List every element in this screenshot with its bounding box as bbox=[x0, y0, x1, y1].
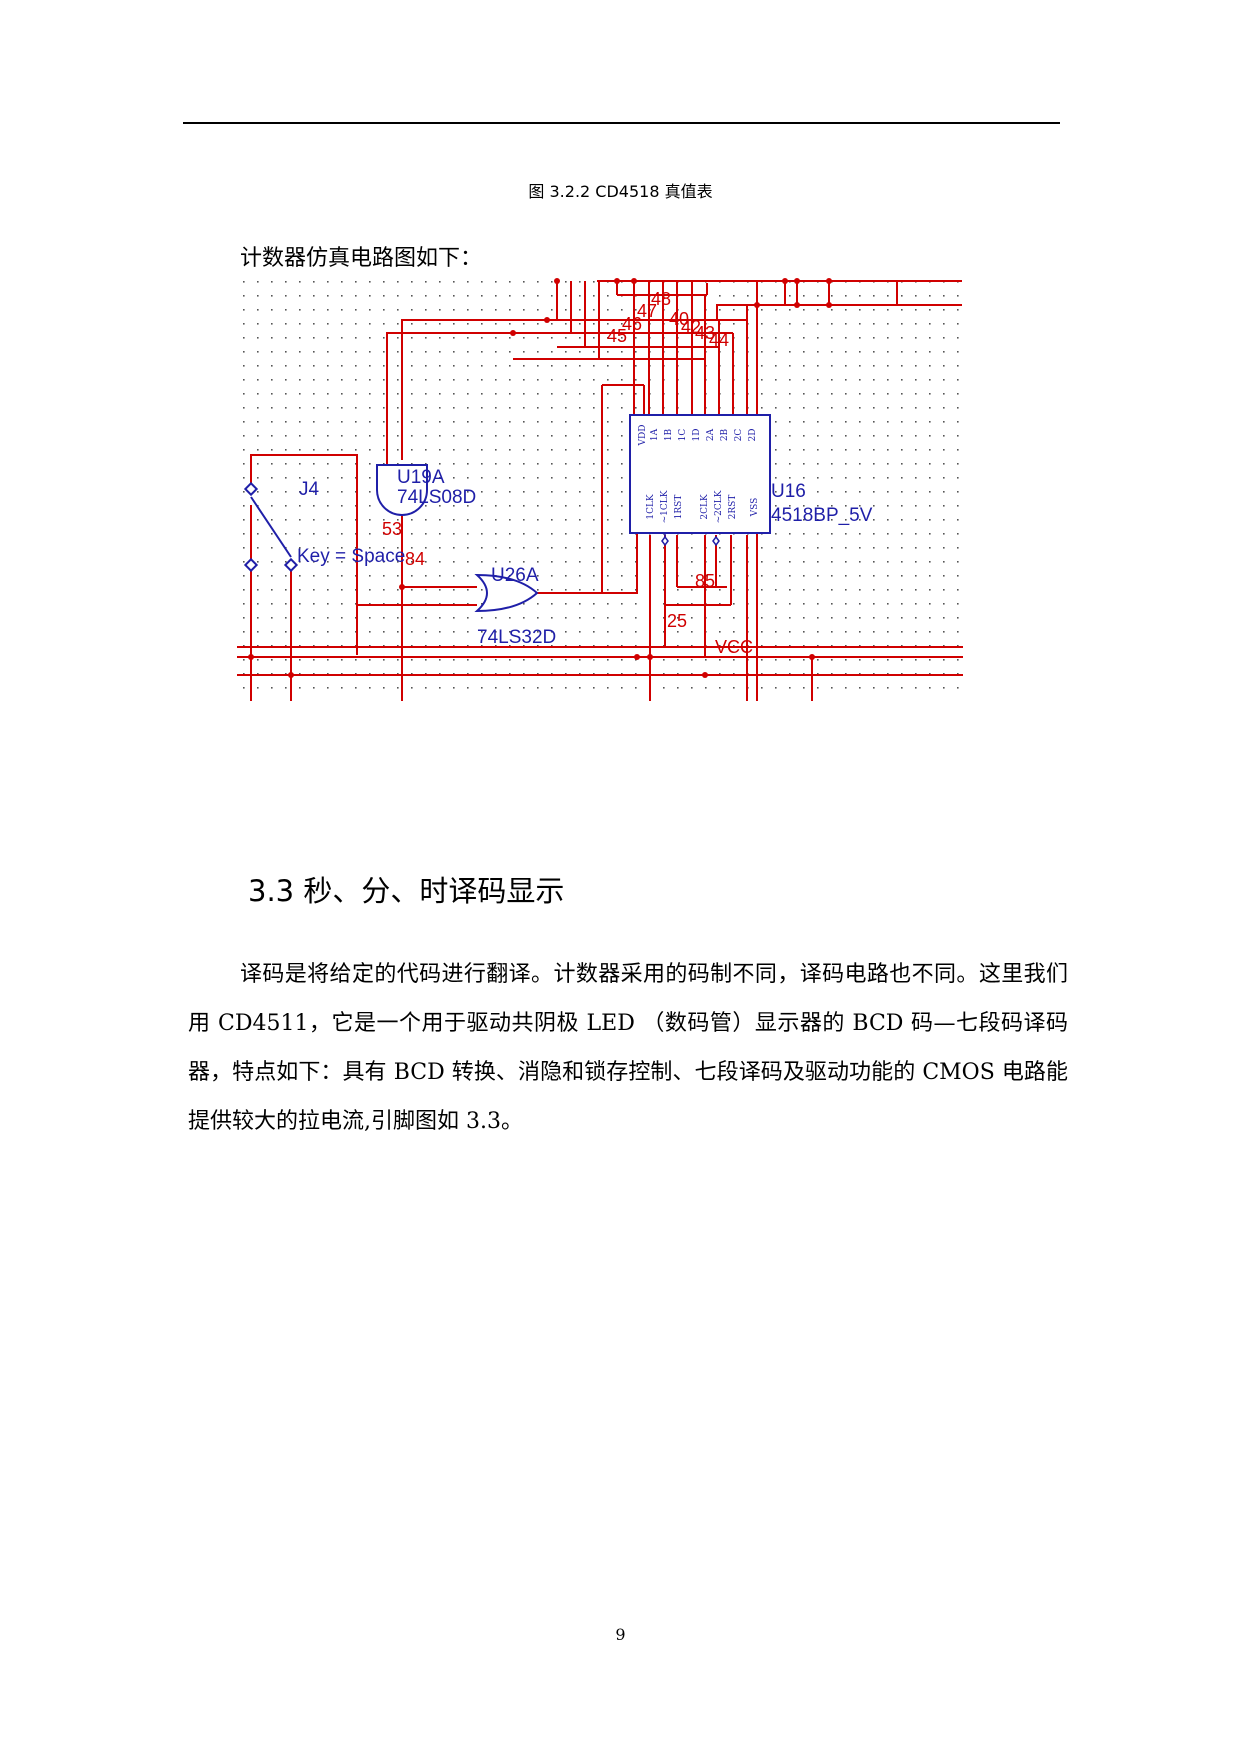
pin-label: VSS bbox=[750, 498, 760, 518]
pin-label: 1C bbox=[678, 429, 688, 442]
pin-label: 1D bbox=[692, 429, 702, 442]
pin-label: 2B bbox=[720, 428, 730, 441]
or-gate-symbol bbox=[474, 573, 539, 613]
pin-label: 1B bbox=[664, 428, 674, 441]
counter-pin-markers bbox=[661, 533, 720, 547]
counter-bottom-pins: 1CLK ~1CLK 1RST 2CLK ~2CLK 2RST VSS bbox=[646, 490, 760, 523]
pin-label: 1CLK bbox=[646, 494, 656, 520]
or-gate-ref: U26A bbox=[491, 565, 539, 586]
net-label: 46 bbox=[622, 314, 642, 334]
net-label: 42 bbox=[681, 317, 701, 337]
pin-label: 2RST bbox=[728, 495, 738, 520]
net-label: 48 bbox=[651, 289, 671, 309]
pin-label: 2CLK bbox=[700, 494, 710, 520]
body-paragraph: 译码是将给定的代码进行翻译。计数器采用的码制不同，译码电路也不同。这里我们用 C… bbox=[188, 962, 1068, 1134]
pin-label: 1RST bbox=[674, 495, 684, 520]
key-label: Key = Space bbox=[297, 546, 405, 567]
and-gate-part: 74LS08D bbox=[397, 487, 476, 508]
switch-label: J4 bbox=[299, 479, 320, 500]
pin-label: 1A bbox=[650, 428, 660, 441]
net-label: 84 bbox=[405, 549, 425, 569]
net-label: 25 bbox=[667, 611, 687, 631]
net-label: 45 bbox=[607, 326, 627, 346]
switch-j4 bbox=[243, 481, 299, 573]
figure-caption: 图 3.2.2 CD4518 真值表 bbox=[528, 182, 713, 201]
counter-ref: U16 bbox=[771, 481, 806, 502]
page-number: 9 bbox=[615, 1625, 626, 1644]
pin-label: VDD bbox=[638, 425, 648, 447]
net-label: 85 bbox=[695, 571, 715, 591]
counter-part: 4518BP_5V bbox=[771, 505, 873, 526]
net-label: 53 bbox=[382, 519, 402, 539]
net-label: 44 bbox=[709, 330, 729, 350]
counter-top-pins: VDD 1A 1B 1C 1D 2A 2B 2C 2D bbox=[638, 425, 758, 447]
junctions bbox=[248, 278, 832, 678]
pin-label: 2C bbox=[734, 429, 744, 442]
counter-chip-body bbox=[629, 414, 771, 534]
pin-label: ~1CLK bbox=[660, 490, 670, 523]
pin-label: 2A bbox=[706, 428, 716, 441]
net-label: 40 bbox=[669, 309, 689, 329]
pin-label: ~2CLK bbox=[714, 490, 724, 523]
and-gate-symbol bbox=[376, 464, 428, 516]
vcc-label: VCC bbox=[715, 637, 753, 657]
section-heading: 3.3 秒、分、时译码显示 bbox=[248, 874, 565, 908]
net-label: 43 bbox=[695, 323, 715, 343]
or-gate-part: 74LS32D bbox=[477, 627, 556, 648]
circuit-schematic: VDD 1A 1B 1C 1D 2A 2B 2C 2D 1CLK ~1CLK 1… bbox=[237, 275, 963, 715]
and-gate-ref: U19A bbox=[397, 467, 445, 488]
header-rule bbox=[183, 122, 1060, 124]
net-label: 47 bbox=[637, 301, 657, 321]
pin-label: 2D bbox=[748, 429, 758, 442]
intro-text: 计数器仿真电路图如下： bbox=[240, 246, 483, 271]
